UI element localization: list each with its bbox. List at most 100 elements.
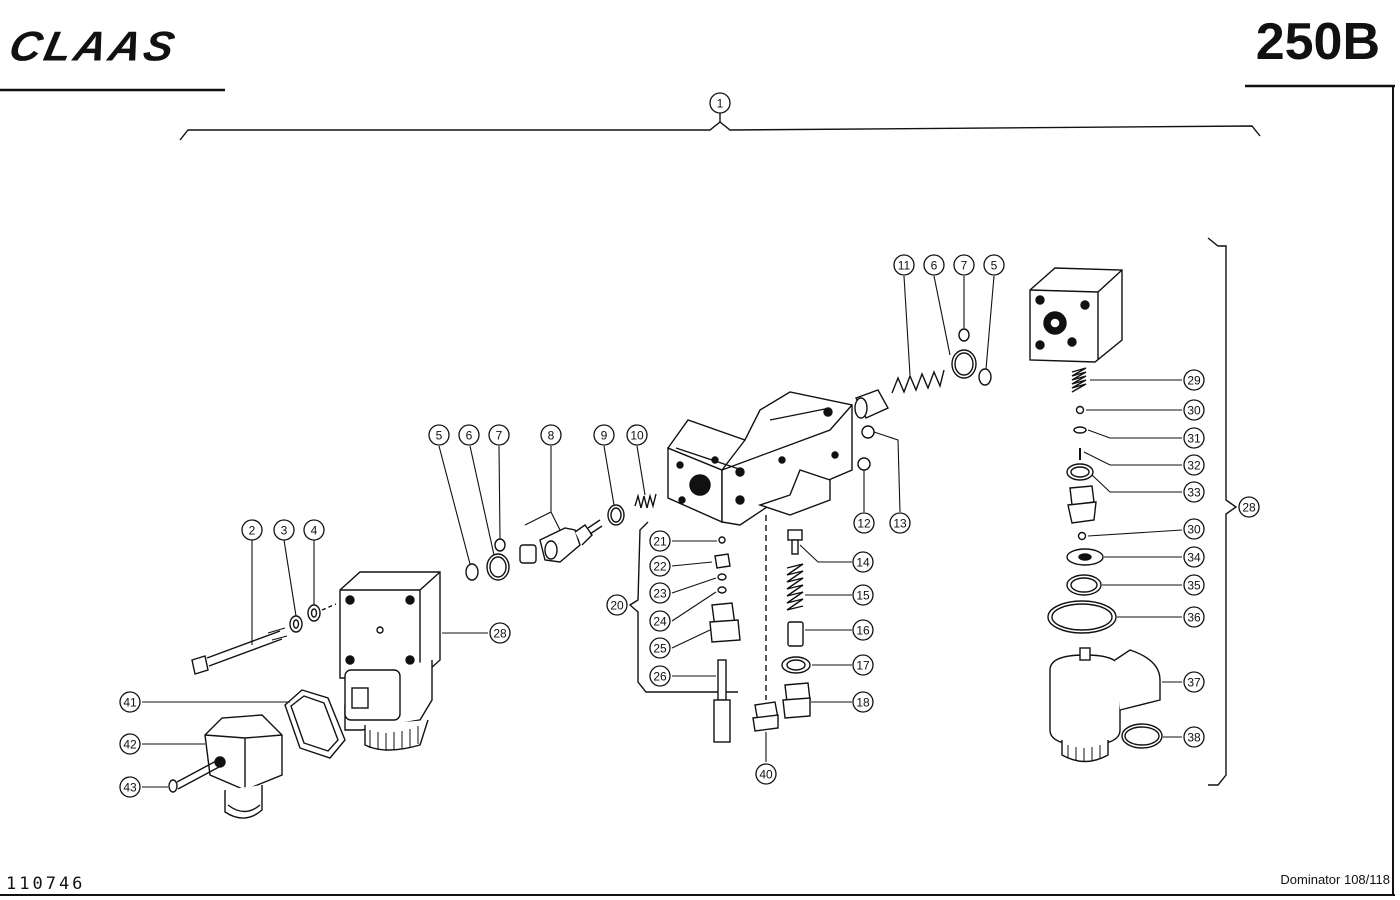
washer-item-3 <box>289 615 303 633</box>
ring-item-9 <box>607 504 625 526</box>
callout-29: 29 <box>1183 369 1205 391</box>
callout-9: 9 <box>593 424 615 446</box>
svg-text:12: 12 <box>857 517 871 531</box>
svg-text:42: 42 <box>123 738 137 752</box>
svg-text:13: 13 <box>893 517 907 531</box>
svg-text:25: 25 <box>653 642 667 656</box>
callout-1: 1 <box>709 92 731 114</box>
svg-text:36: 36 <box>1187 611 1201 625</box>
pin-item-26 <box>713 659 731 743</box>
ball-item-30a <box>1075 405 1085 415</box>
callout-28-left: 28 <box>489 622 511 644</box>
callout-38: 38 <box>1183 726 1205 748</box>
svg-text:6: 6 <box>466 429 473 443</box>
svg-text:35: 35 <box>1187 579 1201 593</box>
nut-item-34 <box>1066 548 1104 566</box>
ring-item-24 <box>717 586 727 594</box>
solenoid-coil-item-37 <box>1049 647 1161 763</box>
callout-42: 42 <box>119 733 141 755</box>
callout-37: 37 <box>1183 671 1205 693</box>
callout-7-right: 7 <box>953 254 975 276</box>
callout-28-right: 28 <box>1238 496 1260 518</box>
plug-item-13 <box>861 425 875 439</box>
svg-text:17: 17 <box>856 659 870 673</box>
valve-seat-item-33 <box>1067 485 1097 524</box>
assembly-bracket-20 <box>628 521 738 693</box>
fitting-item-25 <box>709 602 741 643</box>
document-number: 110746 <box>6 874 86 894</box>
callout-8: 8 <box>540 424 562 446</box>
callout-30-bottom: 30 <box>1183 518 1205 540</box>
spring-item-11 <box>891 369 945 394</box>
sleeve-item-11-cap <box>854 389 889 419</box>
oring-item-36 <box>1047 600 1117 634</box>
svg-text:20: 20 <box>610 599 624 613</box>
oring-item-38 <box>1121 723 1163 749</box>
piston-item-8 <box>519 519 603 564</box>
callout-21: 21 <box>649 530 671 552</box>
svg-text:5: 5 <box>436 429 443 443</box>
callout-34: 34 <box>1183 546 1205 568</box>
oring-item-6-right <box>951 349 977 379</box>
svg-text:14: 14 <box>856 556 870 570</box>
svg-text:33: 33 <box>1187 486 1201 500</box>
callout-22: 22 <box>649 555 671 577</box>
svg-text:43: 43 <box>123 781 137 795</box>
callout-20: 20 <box>606 594 628 616</box>
svg-text:37: 37 <box>1187 676 1201 690</box>
callout-14: 14 <box>852 551 874 573</box>
svg-text:8: 8 <box>548 429 555 443</box>
bolt-item-2 <box>191 627 288 675</box>
callout-17: 17 <box>852 654 874 676</box>
ring-item-7-left <box>494 538 506 552</box>
callout-31: 31 <box>1183 427 1205 449</box>
callout-30-top: 30 <box>1183 399 1205 421</box>
ball-item-21 <box>718 536 726 544</box>
oring-item-6-left <box>486 553 510 581</box>
spring-item-15 <box>786 563 804 611</box>
svg-text:34: 34 <box>1187 551 1201 565</box>
valve-body <box>666 391 853 526</box>
seat-item-22 <box>714 553 731 569</box>
callout-23: 23 <box>649 582 671 604</box>
seal-item-5-left <box>465 563 479 581</box>
screw-item-43 <box>168 759 220 793</box>
callout-16: 16 <box>852 619 874 641</box>
callout-6-left: 6 <box>458 424 480 446</box>
callout-32: 32 <box>1183 454 1205 476</box>
callout-15: 15 <box>852 584 874 606</box>
page-code: 250B <box>1255 13 1380 71</box>
callout-36: 36 <box>1183 606 1205 628</box>
callout-26: 26 <box>649 665 671 687</box>
svg-text:23: 23 <box>653 587 667 601</box>
screw-item-14 <box>787 529 803 555</box>
svg-text:11: 11 <box>898 259 911 273</box>
svg-text:10: 10 <box>630 429 644 443</box>
valve-housing-right <box>1029 267 1123 363</box>
nut-item-4 <box>307 604 321 622</box>
svg-text:3: 3 <box>281 524 288 538</box>
svg-text:40: 40 <box>759 768 773 782</box>
svg-text:31: 31 <box>1187 432 1201 446</box>
spring-item-10 <box>634 493 657 509</box>
svg-text:29: 29 <box>1187 374 1201 388</box>
callout-12: 12 <box>853 512 875 534</box>
model-label: Dominator 108/118 <box>1280 872 1390 887</box>
callout-18: 18 <box>852 691 874 713</box>
plug-item-18 <box>782 682 811 719</box>
solenoid-coil-left <box>339 571 441 751</box>
callout-24: 24 <box>649 610 671 632</box>
oring-item-33 <box>1066 463 1094 481</box>
svg-text:18: 18 <box>856 696 870 710</box>
callout-11: 11 <box>893 254 915 276</box>
seal-item-5-right <box>978 368 992 386</box>
svg-text:30: 30 <box>1187 523 1201 537</box>
plug-connector-item-42 <box>204 714 283 819</box>
spring-item-29 <box>1071 367 1087 393</box>
callout-4: 4 <box>303 519 325 541</box>
callout-41: 41 <box>119 691 141 713</box>
svg-text:7: 7 <box>961 259 968 273</box>
svg-text:4: 4 <box>311 524 318 538</box>
sleeve-item-16 <box>787 621 804 647</box>
svg-text:7: 7 <box>496 429 503 443</box>
